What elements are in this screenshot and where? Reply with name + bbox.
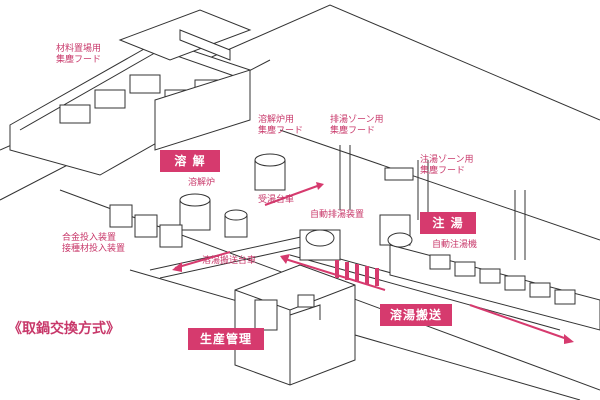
floor-back-line	[279, 129, 600, 241]
alloy-feeder	[109, 204, 183, 248]
production-tag: 生産管理	[188, 328, 264, 350]
alloy-feeder-label-line2: 接種材投入装置	[62, 244, 126, 254]
mold-hatching	[335, 260, 379, 286]
receiving-cart-label: 受湯台車	[258, 195, 295, 205]
transfer-cart-label: 溶湯搬送台車	[202, 256, 257, 266]
alloy-feeder-label: 合金投入装置 接種材投入装置	[62, 233, 125, 255]
auto-exhaust-device	[299, 229, 341, 261]
melting-tag: 溶 解	[160, 150, 220, 172]
melting-furnace-label: 溶解炉	[188, 178, 216, 188]
melting-furnace	[179, 153, 286, 238]
flow-arrows	[172, 182, 574, 344]
pouring-zone-hood-label-line1: 注湯ゾーン用	[420, 155, 474, 165]
pouring-tag: 注 湯	[420, 212, 476, 234]
material-hood-label-line2: 集塵フード	[56, 55, 102, 65]
pouring-zone-hood-label-line2: 集塵フード	[420, 166, 466, 176]
control-room	[234, 264, 356, 386]
material-hood-label-line1: 材料置場用	[56, 44, 102, 54]
alloy-feeder-label-line1: 合金投入装置	[62, 233, 117, 243]
exhaust-zone-hood-label-line2: 集塵フード	[330, 126, 376, 136]
transfer-tag: 溶湯搬送	[380, 304, 452, 326]
exhaust-zone-hood-label-line1: 排湯ゾーン用	[330, 115, 384, 125]
dust-hood-duct	[9, 9, 252, 176]
melting-hood-label-line2: 集塵フード	[258, 126, 304, 136]
melting-hood-label: 溶解炉用 集塵フード	[258, 115, 303, 137]
melting-hood-label-line1: 溶解炉用	[258, 115, 295, 125]
auto-pouring-label: 自動注湯機	[432, 240, 478, 250]
material-hood-label: 材料置場用 集塵フード	[56, 44, 101, 66]
exhaust-zone-hood-label: 排湯ゾーン用 集塵フード	[330, 115, 384, 137]
duct-pipes	[339, 145, 526, 260]
pouring-zone-hood-label: 注湯ゾーン用 集塵フード	[420, 155, 474, 177]
auto-exhaust-label: 自動排湯装置	[310, 210, 365, 220]
pouring-line	[379, 214, 600, 331]
diagram-title: 《取鍋交換方式》	[8, 321, 120, 337]
